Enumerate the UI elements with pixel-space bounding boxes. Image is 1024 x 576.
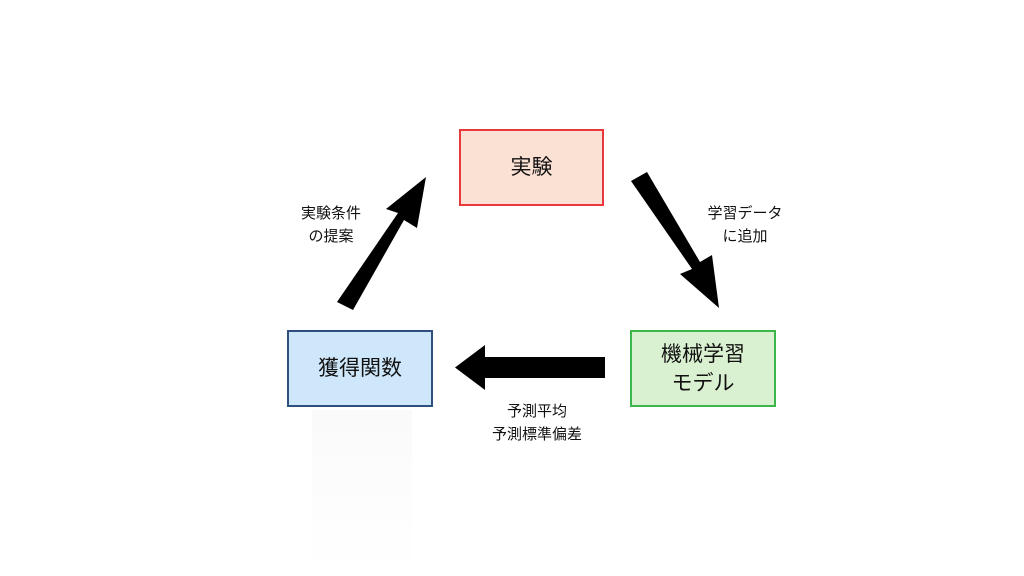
edge-label-predict-line2: 予測標準偏差: [491, 425, 582, 444]
edge-label-add-training-data: 学習データ に追加: [690, 202, 800, 249]
edge-label-propose-line1: 実験条件: [300, 204, 361, 222]
node-acquisition-label: 獲得関数: [318, 356, 402, 381]
arrow-experiment-to-model: [631, 172, 719, 308]
background-shade: [312, 410, 412, 576]
edge-label-add-line1: 学習データ: [707, 204, 783, 222]
node-acquisition-function: 獲得関数: [287, 330, 433, 407]
edge-label-predictions: 予測平均 予測標準偏差: [462, 400, 612, 447]
edge-label-predict-line1: 予測平均: [506, 402, 567, 420]
arrow-acquisition-to-experiment: [337, 177, 426, 310]
edge-label-propose-conditions: 実験条件 の提案: [276, 202, 386, 249]
arrow-model-to-acquisition: [455, 345, 605, 390]
node-machine-learning-model: 機械学習 モデル: [630, 330, 776, 407]
node-model-label-line1: 機械学習: [661, 342, 745, 367]
edge-label-propose-line2: の提案: [308, 227, 354, 246]
node-experiment-label: 実験: [510, 155, 553, 180]
node-experiment: 実験: [459, 129, 604, 206]
edge-label-add-line2: に追加: [722, 227, 768, 246]
node-model-label-line2: モデル: [671, 370, 735, 395]
